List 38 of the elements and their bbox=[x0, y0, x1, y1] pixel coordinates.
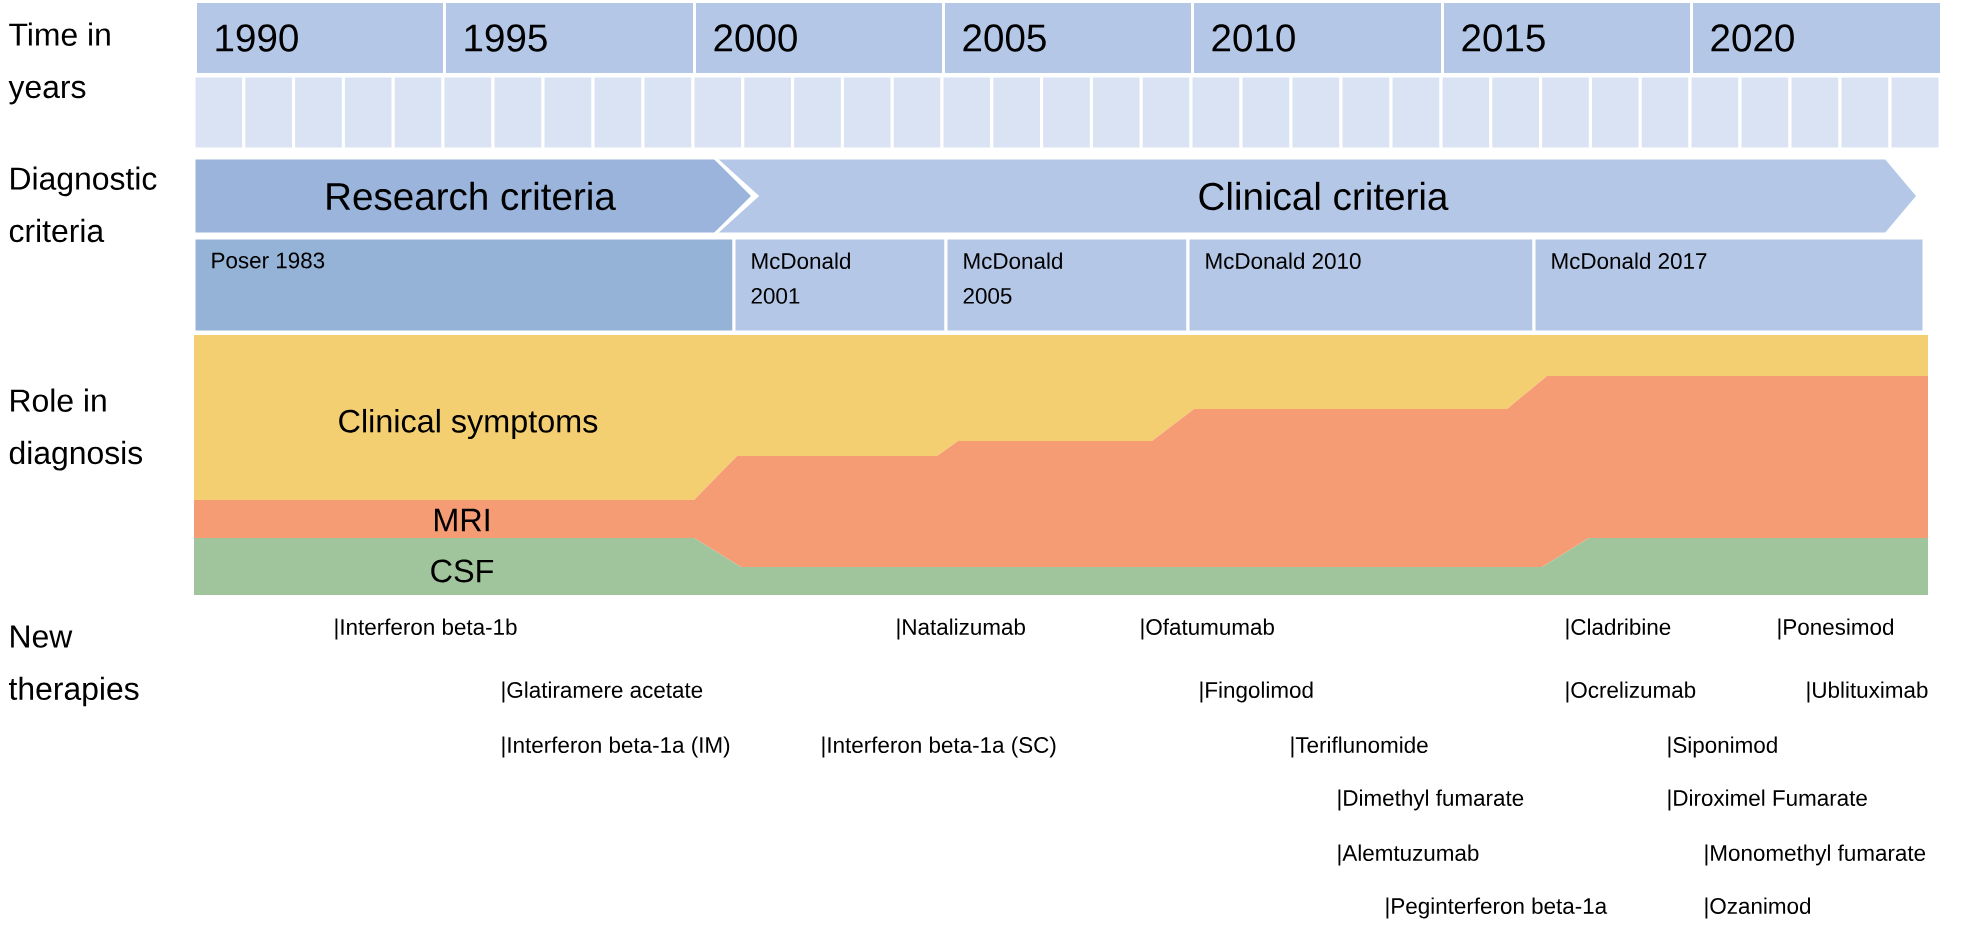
therapy-label: |Interferon beta-1a (SC) bbox=[822, 736, 1056, 758]
year-header-cell: 1995 bbox=[443, 0, 696, 76]
criteria-box: Poser 1983 bbox=[192, 236, 736, 334]
therapy-label: |Diroximel Fumarate bbox=[1668, 789, 1867, 811]
diagnosis-band: CSF bbox=[194, 538, 1928, 595]
year-header-cell: 2020 bbox=[1690, 0, 1943, 76]
therapy-label: |Interferon beta-1b bbox=[335, 618, 517, 640]
therapy-label: |Peginterferon beta-1a bbox=[1386, 897, 1608, 919]
therapy-label: |Dimethyl fumarate bbox=[1338, 789, 1524, 811]
therapy-label: |Ublituximab bbox=[1807, 681, 1928, 703]
year-header-cell: 2015 bbox=[1441, 0, 1693, 76]
therapy-label: |Natalizumab bbox=[897, 618, 1025, 640]
therapy-label: |Interferon beta-1a (IM) bbox=[502, 736, 730, 758]
row-label: Time in years bbox=[8, 22, 110, 105]
therapy-label: |Ponesimod bbox=[1778, 618, 1893, 640]
therapy-label: |Alemtuzumab bbox=[1338, 844, 1479, 866]
criteria-box: McDonald 2010 bbox=[1186, 236, 1536, 334]
criteria-box: McDonald 2005 bbox=[944, 236, 1190, 334]
therapy-label: |Glatiramere acetate bbox=[502, 681, 703, 703]
therapy-label: |Ozanimod bbox=[1705, 897, 1811, 919]
criteria-box: McDonald 2001 bbox=[732, 236, 948, 334]
row-label: Role in diagnosis bbox=[9, 388, 143, 471]
therapy-label: |Fingolimod bbox=[1200, 681, 1313, 703]
therapy-label: |Teriflunomide bbox=[1291, 736, 1428, 758]
row-label: New therapies bbox=[9, 625, 139, 707]
criteria-box: McDonald 2017 bbox=[1532, 236, 1926, 334]
therapy-label: |Ofatumumab bbox=[1141, 618, 1274, 640]
therapy-label: |Siponimod bbox=[1668, 736, 1777, 758]
therapy-label: |Monomethyl fumarate bbox=[1705, 844, 1926, 866]
year-header-cell: 2000 bbox=[693, 0, 945, 76]
row-label: Diagnostic criteria bbox=[9, 166, 157, 243]
therapy-label: |Ocrelizumab bbox=[1566, 681, 1696, 703]
therapy-label: |Cladribine bbox=[1566, 618, 1671, 640]
criteria-phase-band: Research criteria bbox=[192, 156, 756, 236]
diagnosis-band: Clinical symptoms bbox=[194, 335, 1928, 500]
year-header-cell: 1990 bbox=[194, 0, 446, 76]
year-header-cell: 2005 bbox=[942, 0, 1194, 76]
year-header-cell: 2010 bbox=[1191, 0, 1444, 76]
